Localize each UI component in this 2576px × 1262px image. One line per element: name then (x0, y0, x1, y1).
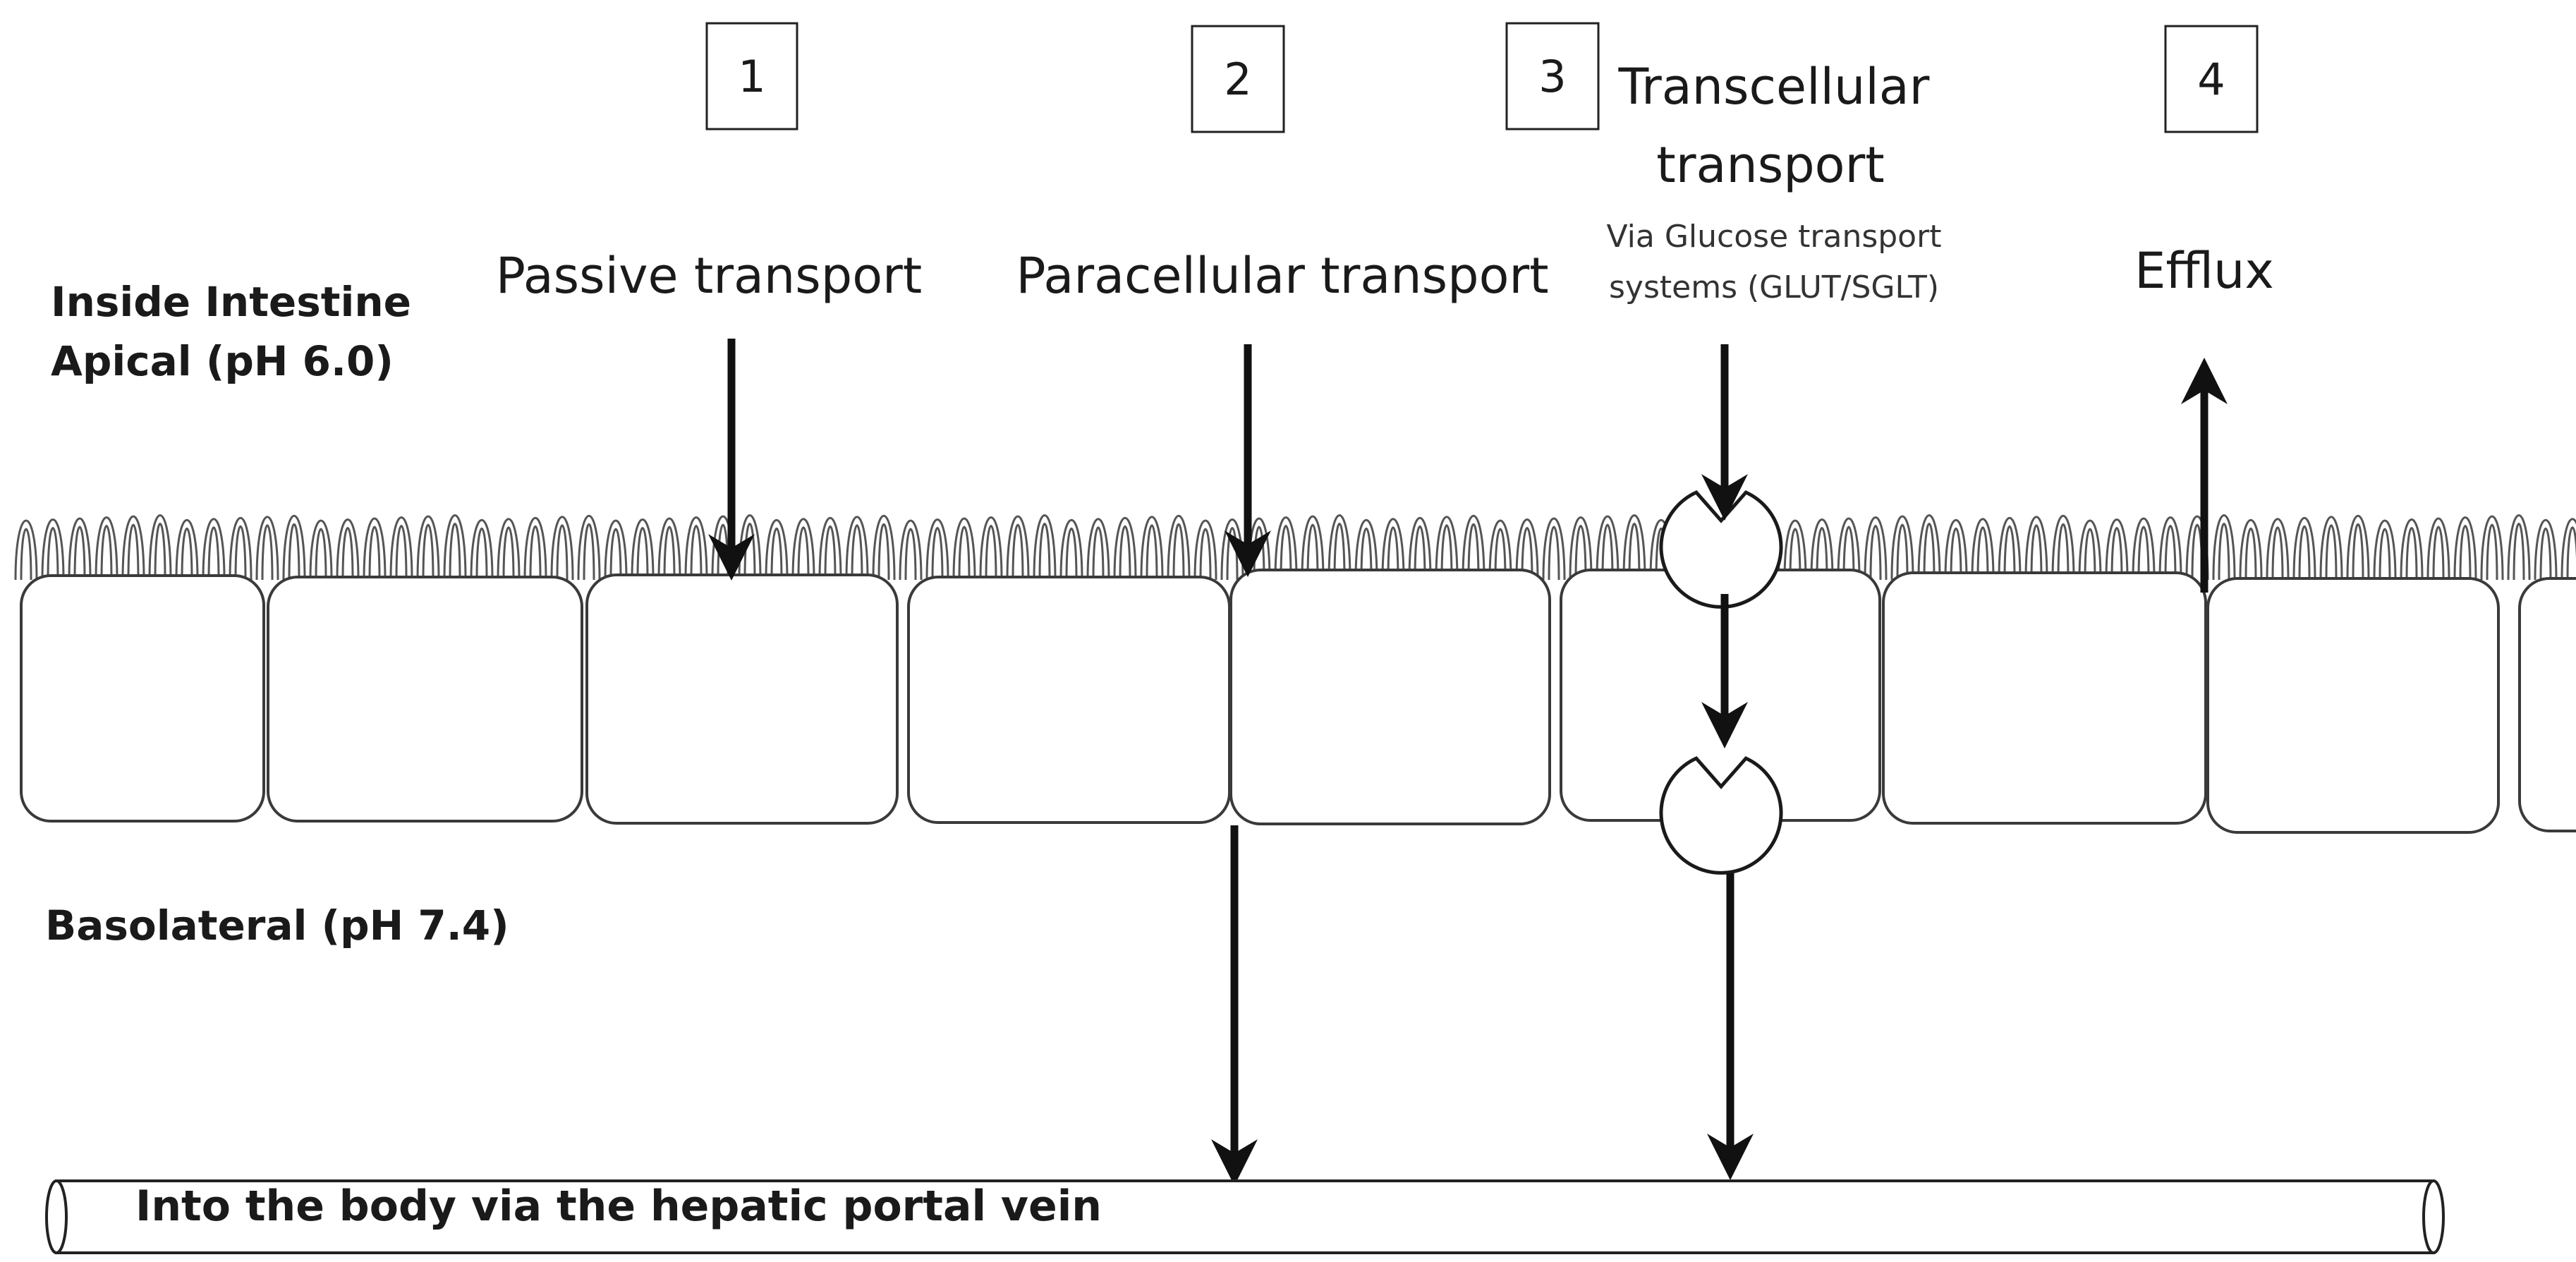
arrows (708, 339, 2228, 1186)
apical-label-line1: Inside Intestine (51, 278, 411, 326)
step-number-4: 4 (2197, 54, 2225, 105)
step-number-1: 1 (738, 51, 765, 102)
epithelial-cell (267, 576, 583, 823)
epithelial-cell (2518, 577, 2576, 832)
epithelial-cell (2206, 577, 2500, 834)
epithelial-cell (20, 574, 265, 823)
epithelial-cell (585, 574, 899, 825)
glucose-transporter-basolateral (1659, 756, 1783, 875)
step-number-3: 3 (1538, 51, 1566, 102)
epithelial-cell (907, 576, 1231, 824)
transcellular-transport-label-line1: Transcellular (1618, 58, 1930, 116)
glucose-transport-note-line2: systems (GLUT/SGLT) (1609, 269, 1939, 305)
glucose-transporter-apical (1659, 490, 1783, 609)
step-box-4: 4 (2164, 25, 2259, 133)
paracellular-transport-label: Paracellular transport (1016, 247, 1548, 305)
transcellular-transport-label-line2: transport (1656, 136, 1884, 194)
epithelial-cell (1882, 571, 2207, 825)
passive-transport-label: Passive transport (496, 247, 923, 305)
step-box-2: 2 (1191, 25, 1285, 133)
epithelial-cell (1229, 569, 1551, 825)
basolateral-label: Basolateral (pH 7.4) (45, 902, 509, 949)
hepatic-portal-vein: Into the body via the hepatic portal vei… (45, 1179, 2445, 1254)
step-number-2: 2 (1224, 54, 1251, 105)
glucose-transport-note-line1: Via Glucose transport (1607, 219, 1942, 255)
apical-label-line2: Apical (pH 6.0) (51, 337, 394, 385)
step-box-3: 3 (1505, 22, 1600, 131)
epithelial-cell-layer (20, 569, 2576, 834)
hepatic-portal-vein-label: Into the body via the hepatic portal vei… (135, 1182, 1102, 1231)
efflux-label: Efflux (2134, 242, 2274, 300)
step-box-1: 1 (705, 22, 798, 131)
